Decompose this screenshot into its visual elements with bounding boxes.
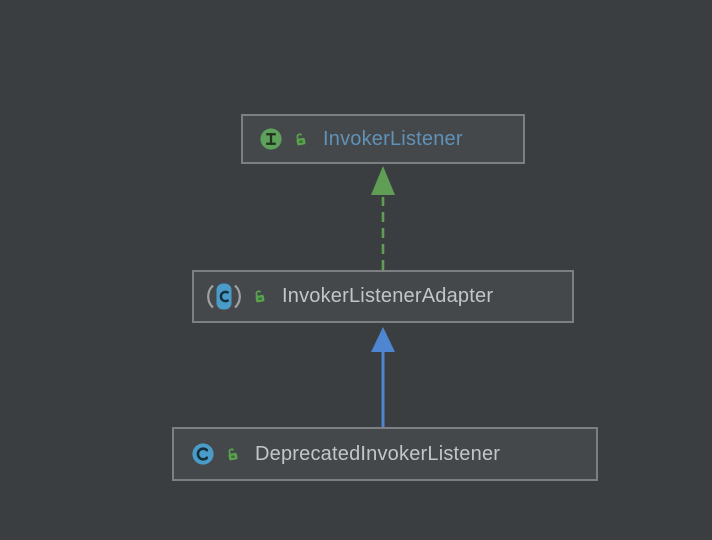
extends-edge bbox=[371, 327, 395, 427]
node-label: InvokerListenerAdapter bbox=[282, 285, 494, 307]
unlocked-icon bbox=[252, 289, 267, 304]
unlocked-icon bbox=[293, 132, 308, 147]
unlocked-icon bbox=[225, 447, 240, 462]
node-label: DeprecatedInvokerListener bbox=[255, 442, 501, 465]
uml-node-invoker-listener[interactable]: InvokerListener bbox=[241, 114, 525, 164]
implements-edge bbox=[371, 166, 395, 270]
uml-node-deprecated-invoker-listener[interactable]: DeprecatedInvokerListener bbox=[172, 427, 598, 481]
abstract-class-icon bbox=[206, 283, 242, 310]
node-label: InvokerListener bbox=[323, 127, 463, 150]
class-icon bbox=[191, 442, 215, 466]
interface-icon bbox=[259, 127, 283, 151]
uml-node-invoker-listener-adapter[interactable]: InvokerListenerAdapter bbox=[192, 270, 574, 323]
